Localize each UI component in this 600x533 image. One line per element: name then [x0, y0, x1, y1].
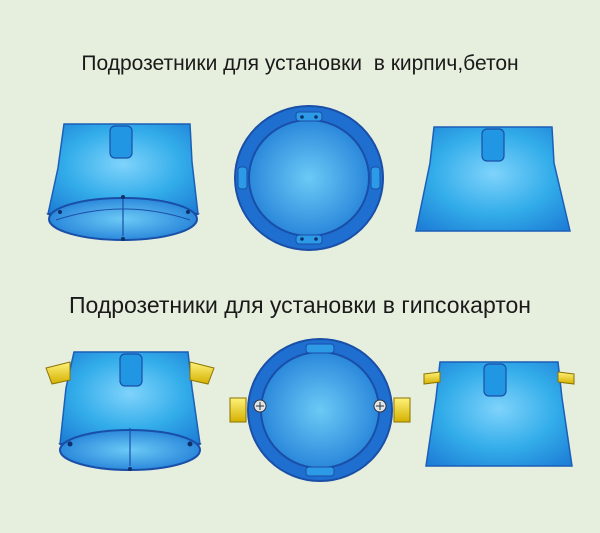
- drywall-box-front-view: [229, 338, 411, 482]
- box-perspective-view: [46, 123, 200, 241]
- section-title-brick-concrete: Подрозетники для установки в кирпич,бето…: [81, 52, 519, 75]
- screw-hole-icon: [121, 195, 125, 199]
- drywall-box-perspective-view: [45, 351, 215, 471]
- mounting-tab-icon: [45, 361, 71, 385]
- box-side-view: [415, 126, 571, 232]
- drywall-box-side-view: [423, 361, 575, 467]
- box-front-view: [234, 105, 384, 251]
- section-title-drywall: Подрозетники для установки в гипсокартон: [68, 292, 532, 318]
